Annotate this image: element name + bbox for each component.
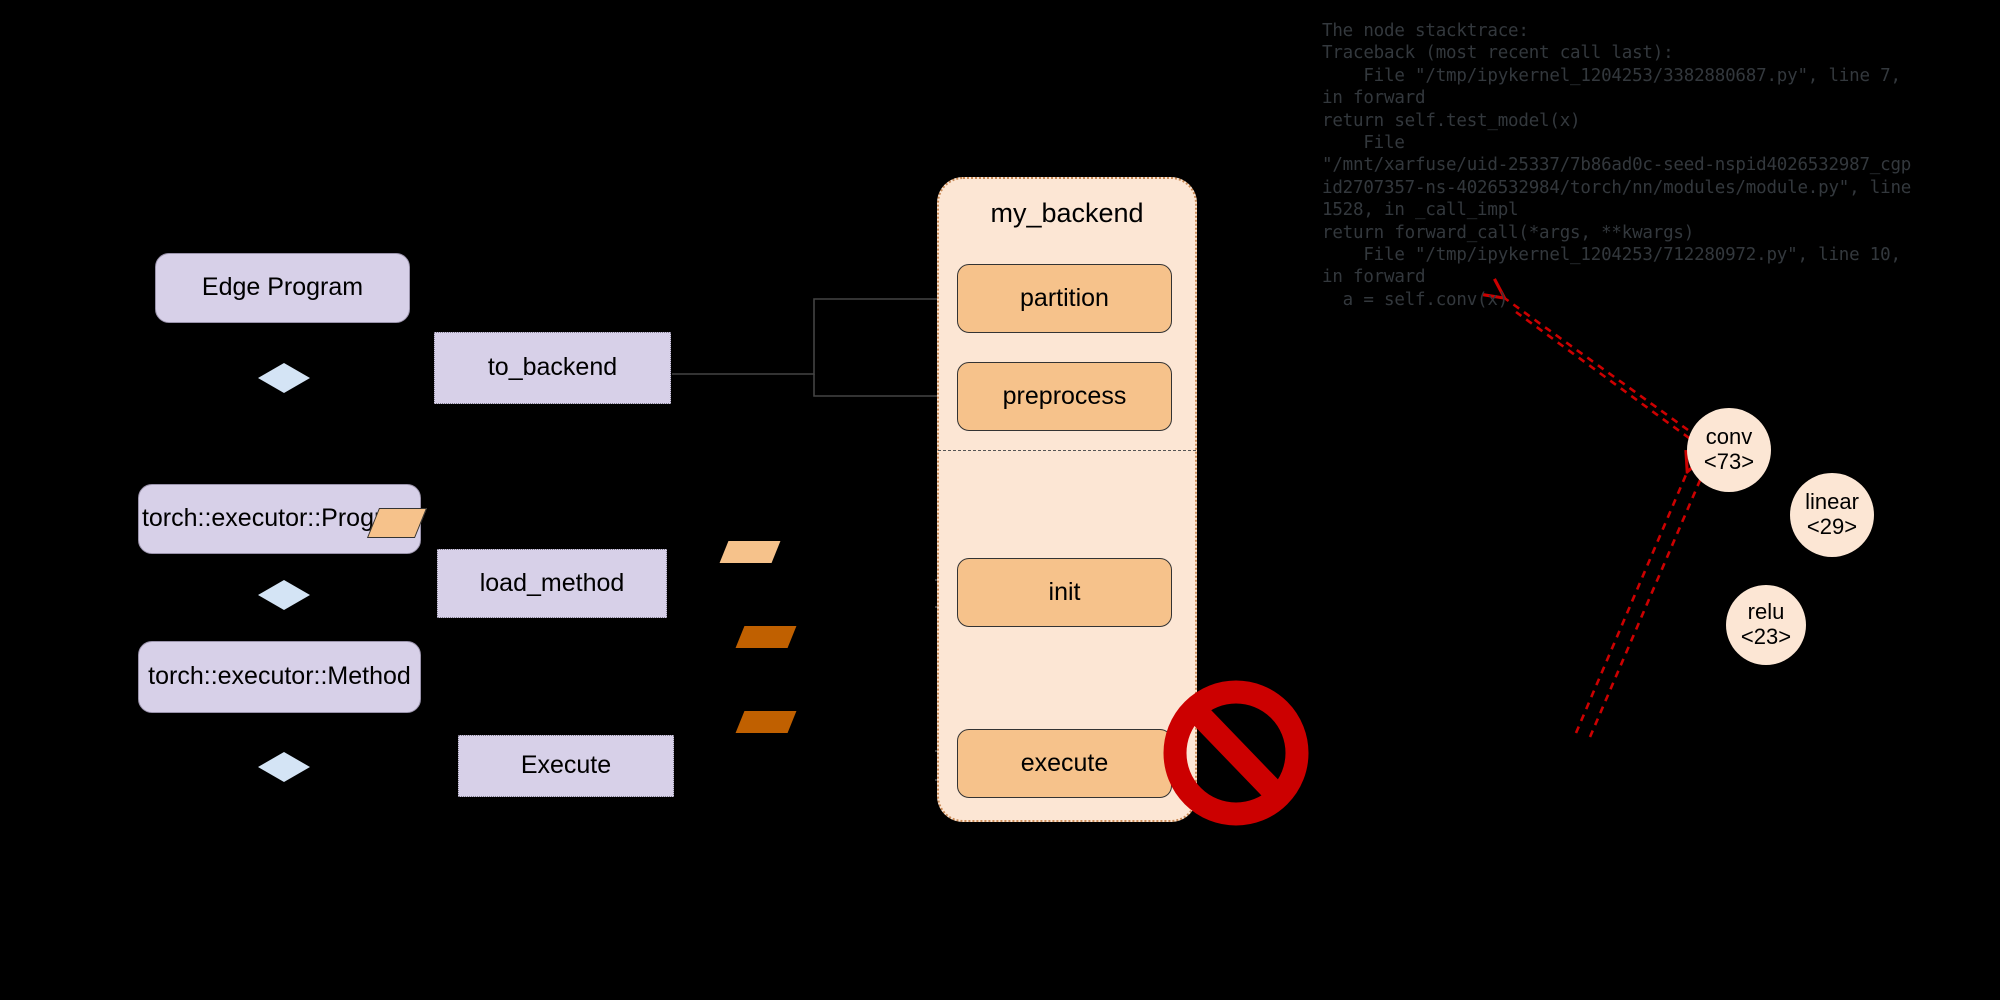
edge-conv-to-source-2 xyxy=(1574,470,1688,734)
graph-node-linear-op: linear xyxy=(1805,489,1859,515)
stage-execute[interactable]: execute xyxy=(957,729,1172,798)
diamond-2 xyxy=(258,580,310,610)
node-executor-method-label: torch::executor::Method xyxy=(148,662,411,691)
edge-conv-to-source-1b xyxy=(1515,310,1701,448)
graph-node-relu-op: relu xyxy=(1747,599,1785,625)
node-load-method[interactable]: load_method xyxy=(437,549,667,618)
node-executor-method[interactable]: torch::executor::Method xyxy=(138,641,421,713)
stage-init-label: init xyxy=(1048,577,1081,606)
node-edge-program-label: Edge Program xyxy=(201,273,364,302)
graph-node-relu-id: <23> xyxy=(1740,624,1792,649)
graph-node-conv[interactable]: conv <73> xyxy=(1687,408,1771,492)
stage-init[interactable]: init xyxy=(957,558,1172,627)
node-to-backend[interactable]: to_backend xyxy=(434,332,671,404)
edge-to-backend-preprocess xyxy=(813,374,956,402)
backend-title: my_backend xyxy=(937,198,1197,229)
backend-title-label: my_backend xyxy=(990,198,1144,228)
blob-dark-1 xyxy=(735,626,797,648)
stage-partition[interactable]: partition xyxy=(957,264,1172,333)
graph-node-linear-id: <29> xyxy=(1806,514,1858,539)
edge-conv-to-source-1 xyxy=(1503,297,1689,432)
blob-dark-2 xyxy=(735,711,797,733)
graph-node-linear[interactable]: linear <29> xyxy=(1790,473,1874,557)
stage-partition-label: partition xyxy=(1020,283,1109,312)
node-load-method-label: load_method xyxy=(479,568,625,597)
graph-node-conv-op: conv xyxy=(1705,424,1753,450)
diamond-3 xyxy=(258,752,310,782)
node-execute[interactable]: Execute xyxy=(458,735,674,797)
blob-light xyxy=(719,541,781,563)
edge-to-backend-partition xyxy=(672,293,956,375)
backend-divider xyxy=(938,450,1196,451)
stage-preprocess-label: preprocess xyxy=(1002,381,1127,410)
node-stacktrace-text: The node stacktrace: Traceback (most rec… xyxy=(1322,21,1912,310)
node-to-backend-label: to_backend xyxy=(487,353,618,382)
diamond-1 xyxy=(258,363,310,393)
stage-execute-label: execute xyxy=(1020,748,1109,777)
stage-preprocess[interactable]: preprocess xyxy=(957,362,1172,431)
graph-node-relu[interactable]: relu <23> xyxy=(1726,585,1806,665)
graph-node-conv-id: <73> xyxy=(1703,449,1755,474)
node-execute-label: Execute xyxy=(520,751,612,780)
node-edge-program[interactable]: Edge Program xyxy=(155,253,410,323)
edge-conv-to-source-2b xyxy=(1588,477,1703,738)
